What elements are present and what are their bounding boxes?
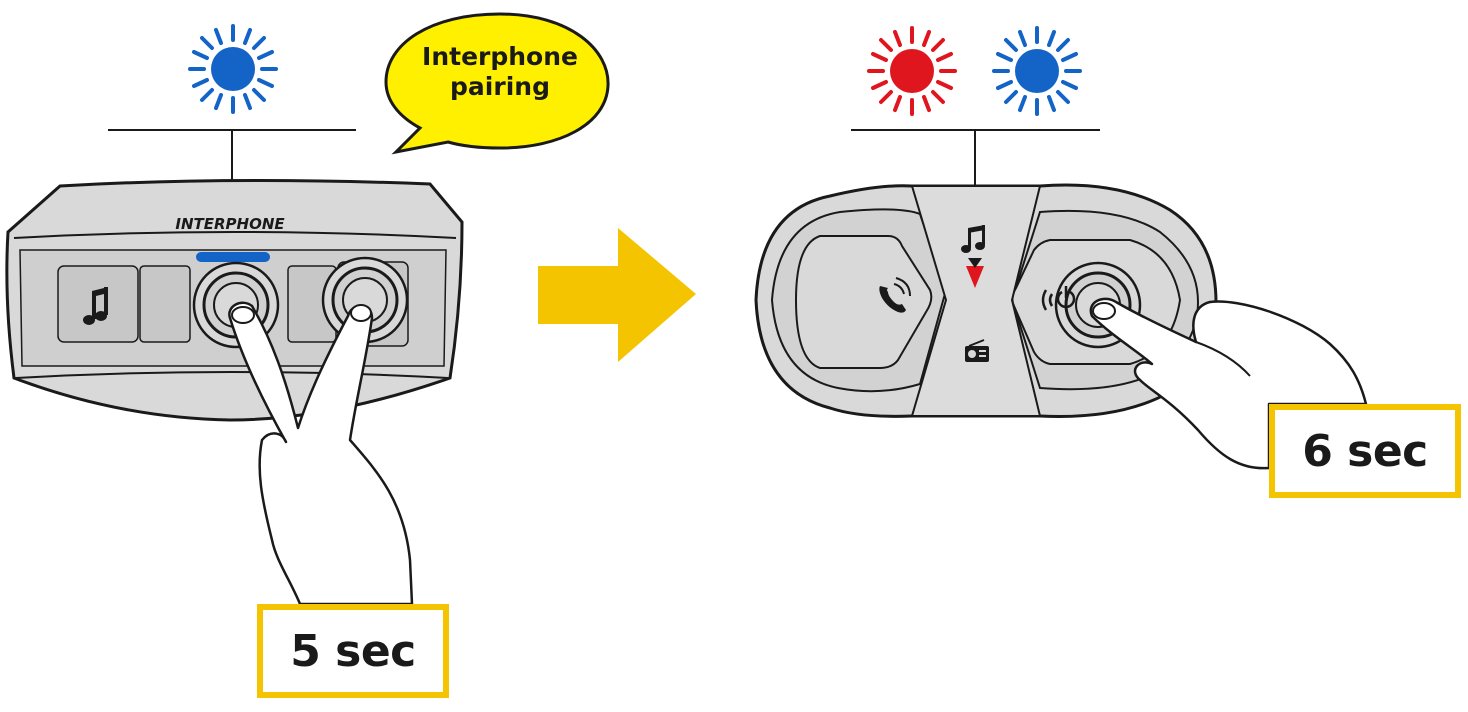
music-button-panel <box>57 265 139 343</box>
bubble-line-2: pairing <box>450 72 550 101</box>
left-hand-two-fingers <box>228 301 414 606</box>
duration-label: 5 sec <box>290 625 416 677</box>
led-bar <box>196 252 270 262</box>
red-led-blink-icon <box>867 26 957 116</box>
brand-logo: INTERPHONE <box>175 215 285 233</box>
duration-badge-left: 5 sec <box>257 604 449 698</box>
duration-badge-right: 6 sec <box>1269 404 1461 498</box>
blue-led-blink-icon <box>188 24 278 114</box>
bubble-text: Interphone pairing <box>398 42 602 102</box>
music-note-icon <box>961 225 985 253</box>
led-red-pointer <box>966 266 984 288</box>
phone-button <box>794 235 933 369</box>
music-note-icon <box>83 287 108 325</box>
speech-bubble <box>384 12 610 155</box>
phone-icon <box>879 277 911 313</box>
right-hand-index-finger <box>1089 297 1368 470</box>
blue-led-blink-icon <box>992 26 1082 116</box>
bubble-line-1: Interphone <box>422 42 578 71</box>
power-icon <box>1041 286 1076 311</box>
radio-icon <box>965 339 989 362</box>
duration-label: 6 sec <box>1302 425 1428 477</box>
next-step-arrow <box>538 228 696 362</box>
left-intercom-device: INTERPHONE <box>5 178 464 422</box>
